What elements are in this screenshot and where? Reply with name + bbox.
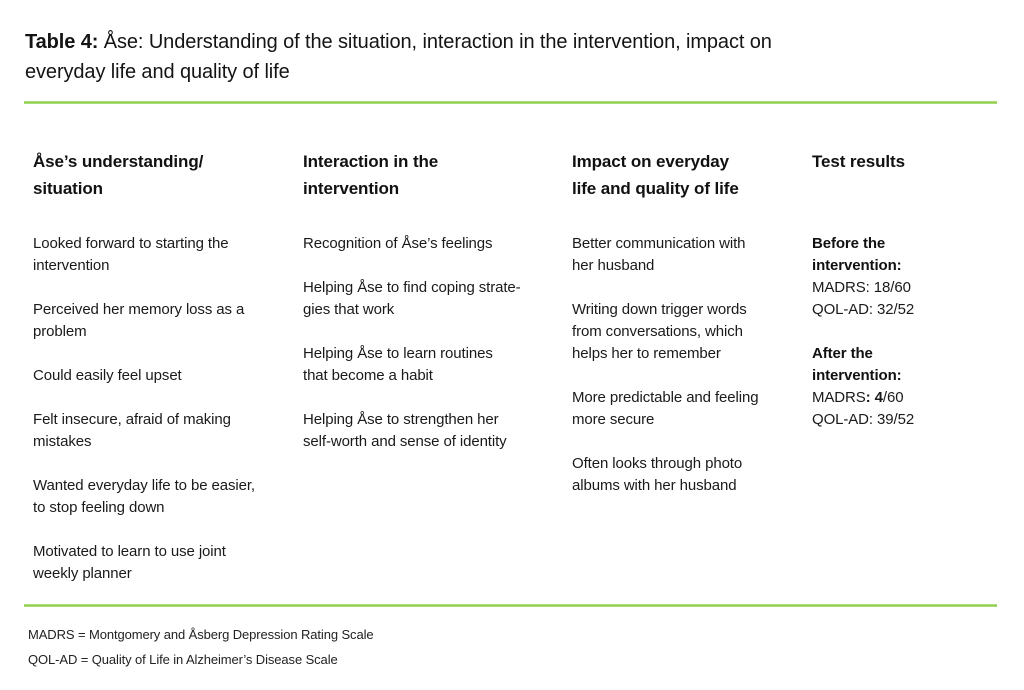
table-cell: Felt insecure, afraid of making mistakes <box>33 411 231 450</box>
table-cell: Motivated to learn to use joint weekly p… <box>33 543 226 582</box>
column-impact-everyday-life: Impact on everyday life and quality of l… <box>572 148 812 585</box>
column-header-impact: Impact on everyday life and quality of l… <box>572 152 739 198</box>
footnote-qolad: QOL-AD = Quality of Life in Alzheimer’s … <box>28 652 338 667</box>
table-cell: Better communication with her husband <box>572 235 746 274</box>
before-intervention-results: Before the intervention: MADRS: 18/60 QO… <box>812 233 994 321</box>
madrs-before-score: MADRS: 18/60 <box>812 279 911 296</box>
footnotes: MADRS = Montgomery and Åsberg Depression… <box>28 622 1024 672</box>
after-intervention-results: After the intervention: MADRS: 4/60 QOL-… <box>812 343 994 431</box>
madrs-after-score: MADRS: 4/60 <box>812 389 904 406</box>
table-cell: Often looks through photo albums with he… <box>572 455 743 494</box>
table-title: Table 4: Åse: Understanding of the situa… <box>25 27 985 87</box>
after-intervention-label: After the intervention: <box>812 345 902 384</box>
column-interaction-intervention: Interaction in the intervention Recognit… <box>303 148 572 585</box>
table-cell: Writing down trigger words from conversa… <box>572 301 747 362</box>
divider-bottom <box>24 604 997 607</box>
divider-top <box>24 101 997 104</box>
table-cell: Helping Åse to find coping strate- gies … <box>303 279 521 318</box>
table-cell: Helping Åse to learn routines that becom… <box>303 345 493 384</box>
table-cell: Looked forward to starting the intervent… <box>33 235 229 274</box>
qolad-after-score: QOL-AD: 39/52 <box>812 411 915 428</box>
table-cell: Wanted everyday life to be easier, to st… <box>33 477 256 516</box>
table-cell: More predictable and feeling more secure <box>572 389 759 428</box>
qolad-before-score: QOL-AD: 32/52 <box>812 301 915 318</box>
column-understanding-situation: Åse’s understanding/ situation Looked fo… <box>33 148 303 585</box>
column-header-understanding: Åse’s understanding/ situation <box>33 152 204 198</box>
table-cell: Perceived her memory loss as a problem <box>33 301 245 340</box>
before-intervention-label: Before the intervention: <box>812 235 902 274</box>
footnote-madrs: MADRS = Montgomery and Åsberg Depression… <box>28 627 374 642</box>
column-test-results: Test results Before the intervention: MA… <box>812 148 994 585</box>
table-cell: Helping Åse to strengthen her self-worth… <box>303 411 507 450</box>
table-4-figure: Table 4: Åse: Understanding of the situa… <box>0 27 1024 690</box>
table-number: Table 4: <box>25 31 99 53</box>
table-caption: Åse: Understanding of the situation, int… <box>25 31 772 83</box>
column-header-interaction: Interaction in the intervention <box>303 152 439 198</box>
table: Åse’s understanding/ situation Looked fo… <box>33 148 994 585</box>
table-cell: Could easily feel upset <box>33 367 182 384</box>
table-cell: Recognition of Åse’s feelings <box>303 235 493 252</box>
column-header-test-results: Test results <box>812 152 905 171</box>
